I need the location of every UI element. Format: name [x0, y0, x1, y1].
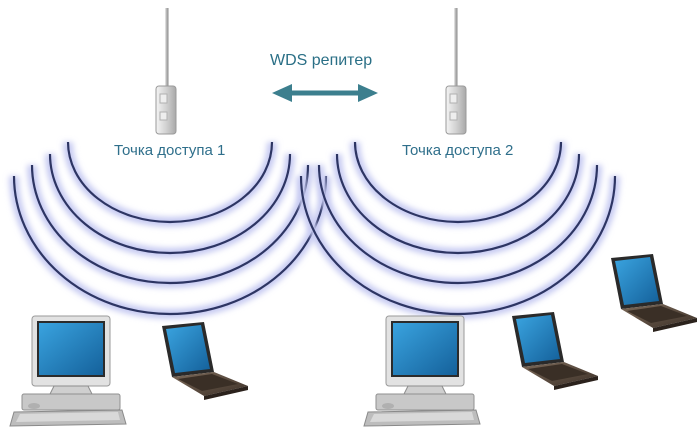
laptop-icon-2	[512, 312, 598, 390]
access-point-2-icon	[445, 8, 467, 135]
desktop-computer-icon-1	[9, 315, 127, 427]
wave-arcs-ap1	[9, 141, 331, 319]
laptop-icon-1	[162, 322, 248, 400]
desktop-computer-icon-2	[363, 315, 481, 427]
access-point-2-label: Точка доступа 2	[400, 142, 516, 159]
wds-repeater-label: WDS репитер	[270, 52, 373, 69]
access-point-1-label: Точка доступа 1	[112, 142, 228, 159]
wave-arcs-ap2	[296, 141, 620, 319]
laptop-icon-3	[611, 254, 697, 332]
access-point-1-icon	[155, 8, 177, 135]
double-arrow-icon	[272, 84, 378, 102]
